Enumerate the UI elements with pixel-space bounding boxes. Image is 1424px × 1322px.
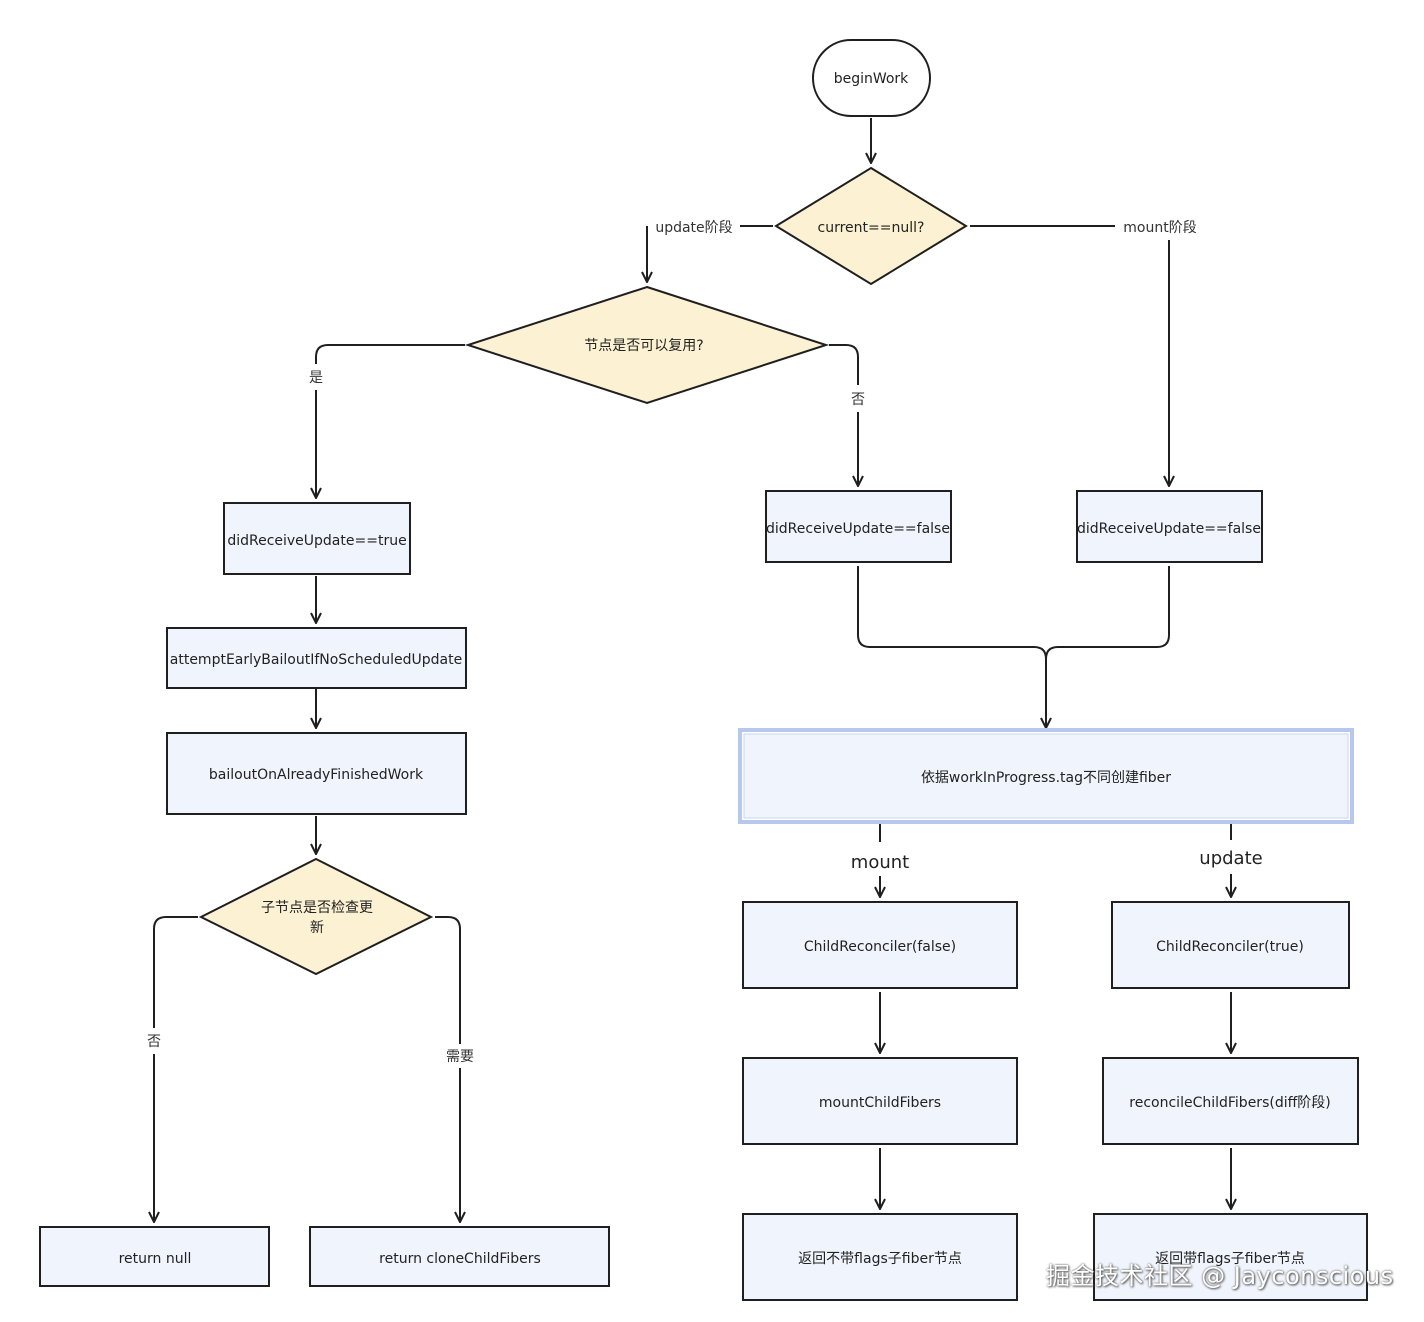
node-return-null-label: return null <box>119 1251 192 1267</box>
node-mount-child-fibers-label: mountChildFibers <box>819 1095 941 1111</box>
decision-reusable-label: 节点是否可以复用? <box>584 337 703 354</box>
node-return-clone-label: return cloneChildFibers <box>379 1251 541 1267</box>
label-child-no: 否 <box>147 1034 161 1050</box>
node-reconciler-true <box>1111 901 1350 989</box>
node-did-false-update-label: didReceiveUpdate==false <box>766 521 950 537</box>
edge-no-a <box>829 344 859 385</box>
decision-current-null <box>774 166 968 286</box>
decision-reusable <box>464 285 830 405</box>
node-did-false-mount-label: didReceiveUpdate==false <box>1077 521 1261 537</box>
node-did-false-mount <box>1076 490 1263 563</box>
node-bailout <box>166 732 467 815</box>
node-return-flags <box>1093 1213 1368 1301</box>
node-reconciler-false <box>742 901 1018 989</box>
node-did-false-update <box>765 490 952 563</box>
node-reconciler-false-label: ChildReconciler(false) <box>804 939 956 955</box>
node-did-true <box>223 502 411 575</box>
decision-child-check <box>198 857 434 976</box>
node-return-flags-label: 返回带flags子fiber节点 <box>1155 1251 1305 1267</box>
node-mount-child-fibers <box>742 1057 1018 1145</box>
decision-child-check-label-2: 新 <box>310 920 324 936</box>
decision-current-null-label: current==null? <box>818 220 925 236</box>
node-reconcile-child-fibers-label: reconcileChildFibers(diff阶段) <box>1129 1095 1330 1111</box>
decision-child-check-label-1: 子节点是否检查更 <box>261 900 373 916</box>
node-return-no-flags-label: 返回不带flags子fiber节点 <box>798 1251 962 1267</box>
node-create-fiber <box>743 733 1349 819</box>
node-bailout-label: bailoutOnAlreadyFinishedWork <box>209 767 424 783</box>
edge-child-need-a <box>435 916 461 1044</box>
label-update: update <box>1199 848 1262 869</box>
node-begin-work <box>812 39 931 117</box>
label-child-need: 需要 <box>446 1049 474 1065</box>
node-create-fiber-highlight <box>738 728 1354 824</box>
edge-child-no-a <box>153 916 198 1028</box>
edge-merge <box>857 566 1170 660</box>
node-reconcile-child-fibers <box>1102 1057 1359 1145</box>
watermark: 掘金技术社区 @ Jayconscious <box>1046 1262 1394 1290</box>
label-no: 否 <box>851 392 865 408</box>
node-attempt-early-bailout-label: attemptEarlyBailoutIfNoScheduledUpdate <box>170 652 462 668</box>
label-update-phase: update阶段 <box>655 220 732 236</box>
node-return-null <box>39 1226 270 1287</box>
node-return-clone <box>309 1226 610 1287</box>
node-return-no-flags <box>742 1213 1018 1301</box>
node-attempt-early-bailout <box>166 627 467 689</box>
node-create-fiber-label: 依据workInProgress.tag不同创建fiber <box>921 770 1171 786</box>
label-mount: mount <box>851 852 909 873</box>
node-did-true-label: didReceiveUpdate==true <box>227 533 406 549</box>
node-reconciler-true-label: ChildReconciler(true) <box>1156 939 1304 955</box>
label-mount-phase: mount阶段 <box>1123 220 1196 236</box>
node-begin-work-label: beginWork <box>834 71 909 87</box>
label-yes: 是 <box>309 370 323 386</box>
edge-yes-a <box>315 344 465 364</box>
